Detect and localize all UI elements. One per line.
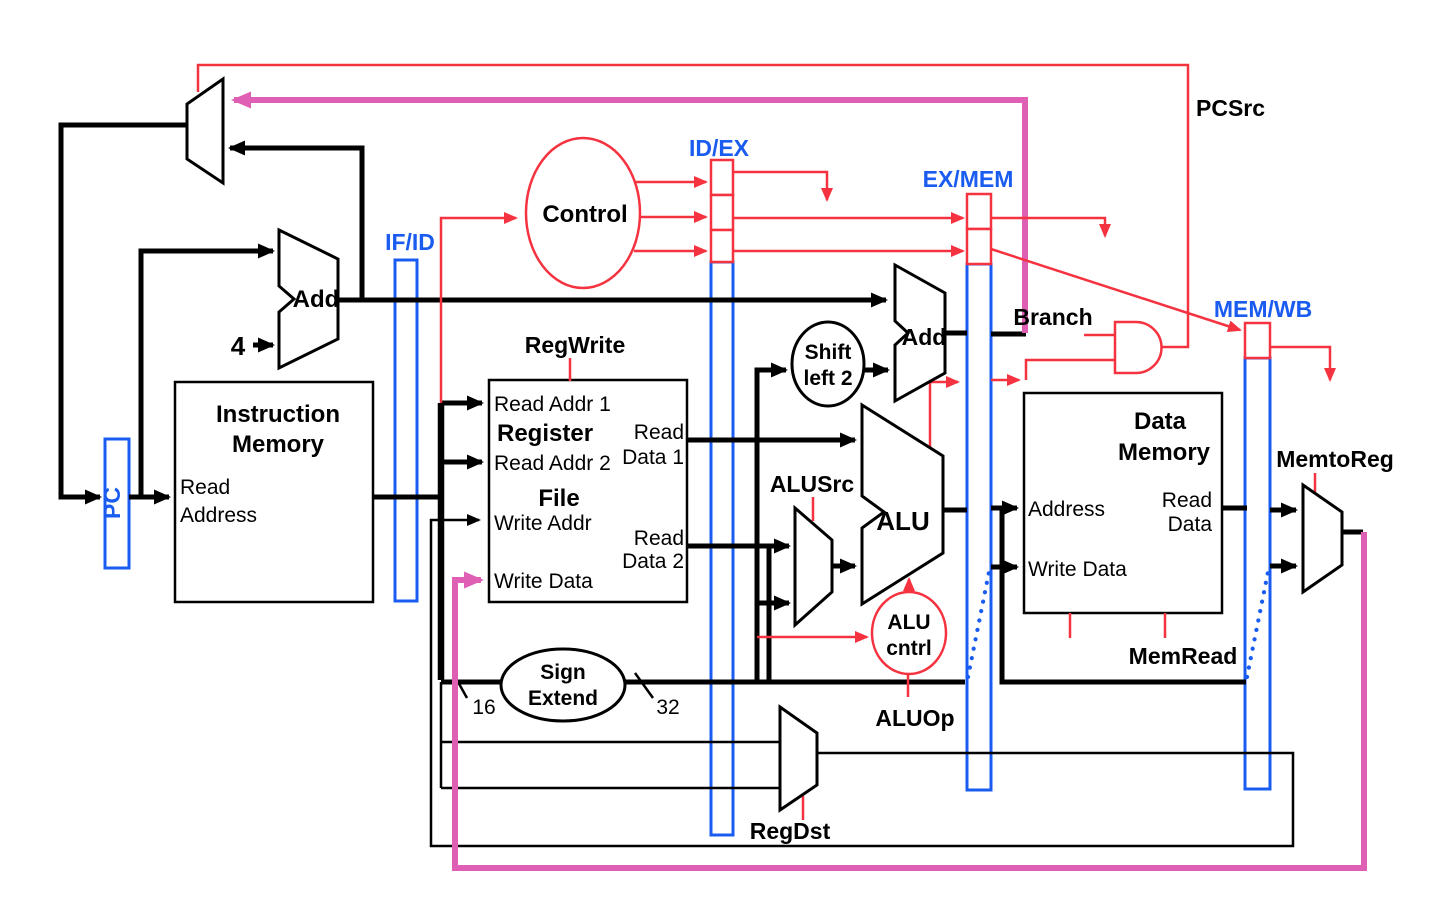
regwrite-label: RegWrite	[525, 332, 626, 358]
aluop-label: ALUOp	[875, 705, 954, 731]
alu-label: ALU	[876, 506, 929, 536]
pc-add-unit	[277, 227, 340, 371]
pcsrc-label: PCSrc	[1196, 95, 1265, 121]
wire-imm-to-shift	[754, 362, 788, 682]
bus-32-label: 32	[656, 696, 679, 719]
branch-label: Branch	[1013, 304, 1092, 330]
wire-branch-target-to-pcmux	[231, 91, 1028, 333]
rf-port-read-data-1a: Read	[634, 421, 684, 444]
exmem-dotted-pass	[965, 564, 993, 680]
alucntrl-label-2: cntrl	[886, 637, 932, 660]
shift-label-2: left 2	[803, 367, 852, 390]
sign-label-2: Extend	[528, 687, 598, 710]
dm-port-read-a: Read	[1162, 489, 1212, 512]
dm-port-write-data: Write Data	[1028, 558, 1127, 581]
alusrc-mux	[793, 504, 834, 629]
idex-ctrl-box-wb	[709, 158, 735, 197]
bus-slash-32	[633, 672, 655, 699]
alusrc-label: ALUSrc	[770, 471, 855, 497]
branch-add-unit	[893, 262, 947, 404]
register-file-box	[487, 378, 689, 604]
wire-pcsrc	[196, 63, 1190, 349]
idex-label: ID/EX	[689, 135, 750, 161]
memtoreg-label: MemtoReg	[1276, 446, 1394, 472]
idex-ctrl-box-ex	[709, 228, 735, 264]
imem-title-1: Instruction	[216, 401, 340, 428]
rf-port-read-data-2a: Read	[634, 527, 684, 550]
shift-left-2-unit	[790, 320, 866, 408]
wire-zero-to-and	[1024, 358, 1114, 380]
dm-port-address: Address	[1028, 498, 1105, 521]
rf-port-read-addr-2: Read Addr 2	[494, 452, 611, 475]
wire-alu-zero	[928, 376, 960, 451]
bus-16-label: 16	[472, 696, 495, 719]
dm-title-1: Data	[1134, 408, 1187, 435]
sign-extend-unit	[499, 647, 627, 723]
wire-opcode-to-control	[439, 212, 518, 403]
memwb-ctrl-box-wb	[1243, 321, 1272, 360]
wire-write-register-feedback	[429, 514, 1295, 848]
sign-label-1: Sign	[540, 661, 586, 684]
exmem-ctrl-box-mem	[965, 227, 993, 266]
dm-title-2: Memory	[1118, 439, 1211, 466]
wire-memwb-wb-out	[1270, 345, 1336, 382]
add-branch-label: Add	[902, 324, 947, 350]
wire-pc-to-add	[138, 243, 275, 497]
wire-exmem-wb-out	[991, 216, 1111, 238]
rf-port-write-data: Write Data	[494, 570, 593, 593]
rf-title-file: File	[538, 485, 579, 512]
rf-port-read-addr-1: Read Addr 1	[494, 393, 611, 416]
imem-port-read: Read	[180, 476, 230, 499]
exmem-label: EX/MEM	[923, 166, 1014, 192]
ifid-register	[393, 258, 419, 603]
memtoreg-mux	[1301, 482, 1344, 595]
const-4-label: 4	[231, 331, 246, 361]
wire-writeback-data	[452, 532, 1367, 871]
and-gate	[1113, 320, 1163, 375]
wire-idex-wb-out	[733, 170, 833, 202]
add-pc-label: Add	[293, 286, 340, 313]
memread-label: MemRead	[1129, 643, 1238, 669]
regdst-mux	[778, 704, 819, 813]
pc-label: PC	[99, 487, 125, 519]
memwb-dotted-pass	[1244, 564, 1272, 680]
memwb-label: MEM/WB	[1214, 296, 1312, 322]
control-unit	[524, 136, 642, 290]
instruction-memory-box	[173, 380, 375, 604]
dm-port-read-b: Data	[1168, 513, 1213, 536]
exmem-register	[965, 262, 993, 792]
rf-port-read-data-1b: Data 1	[622, 446, 684, 469]
exmem-ctrl-box-wb	[965, 192, 993, 231]
alu-control-unit	[870, 590, 948, 676]
pc-register	[103, 437, 131, 570]
rf-port-read-data-2b: Data 2	[622, 550, 684, 573]
imem-port-address: Address	[180, 504, 257, 527]
alucntrl-label-1: ALU	[887, 611, 930, 634]
wire-pcmux-to-pc	[58, 122, 187, 505]
wire-pc-plus-4-to-pcmux	[228, 140, 365, 299]
ifid-label: IF/ID	[385, 229, 435, 255]
idex-ctrl-box-mem	[709, 193, 735, 232]
pc-source-mux	[185, 76, 225, 186]
control-label: Control	[542, 201, 627, 228]
data-memory-box	[1022, 391, 1224, 615]
shift-label-1: Shift	[805, 341, 852, 364]
regdst-label: RegDst	[750, 818, 831, 844]
rf-title-register: Register	[497, 420, 593, 447]
alu-unit	[860, 402, 945, 607]
rf-port-write-addr: Write Addr	[494, 512, 592, 535]
wire-exmem-to-memwb-ctrl	[990, 247, 1242, 332]
imem-title-2: Memory	[232, 431, 325, 458]
